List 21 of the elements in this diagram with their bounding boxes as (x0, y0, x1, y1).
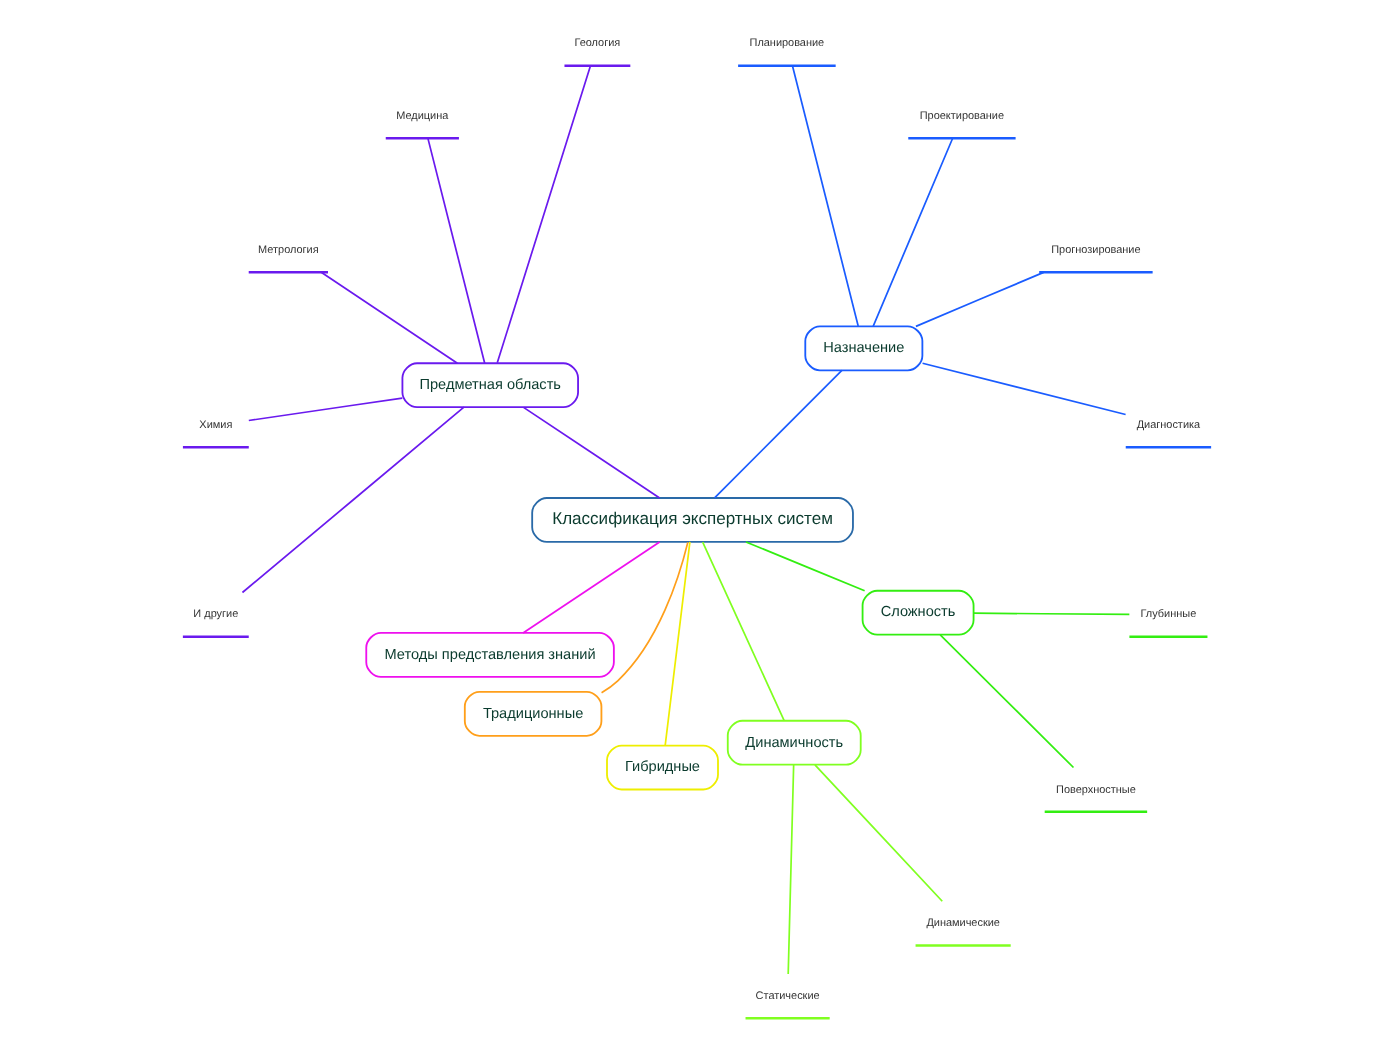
connector (599, 541, 688, 694)
connector (700, 541, 784, 722)
connector (920, 362, 1126, 416)
connector (521, 406, 660, 499)
node-box: Классификация экспертных систем (530, 497, 853, 543)
connector (813, 764, 943, 903)
connector (938, 633, 1074, 769)
connector (495, 64, 591, 364)
connector (521, 541, 660, 634)
connector (663, 541, 690, 747)
connector (786, 763, 794, 975)
connector (319, 271, 458, 365)
connector (790, 64, 859, 327)
connector (246, 397, 403, 422)
connector (240, 406, 464, 594)
connector (914, 271, 1044, 328)
connector (426, 137, 485, 365)
connector (744, 541, 865, 592)
connector (971, 612, 1130, 616)
connector (712, 369, 842, 499)
connector (871, 137, 953, 327)
